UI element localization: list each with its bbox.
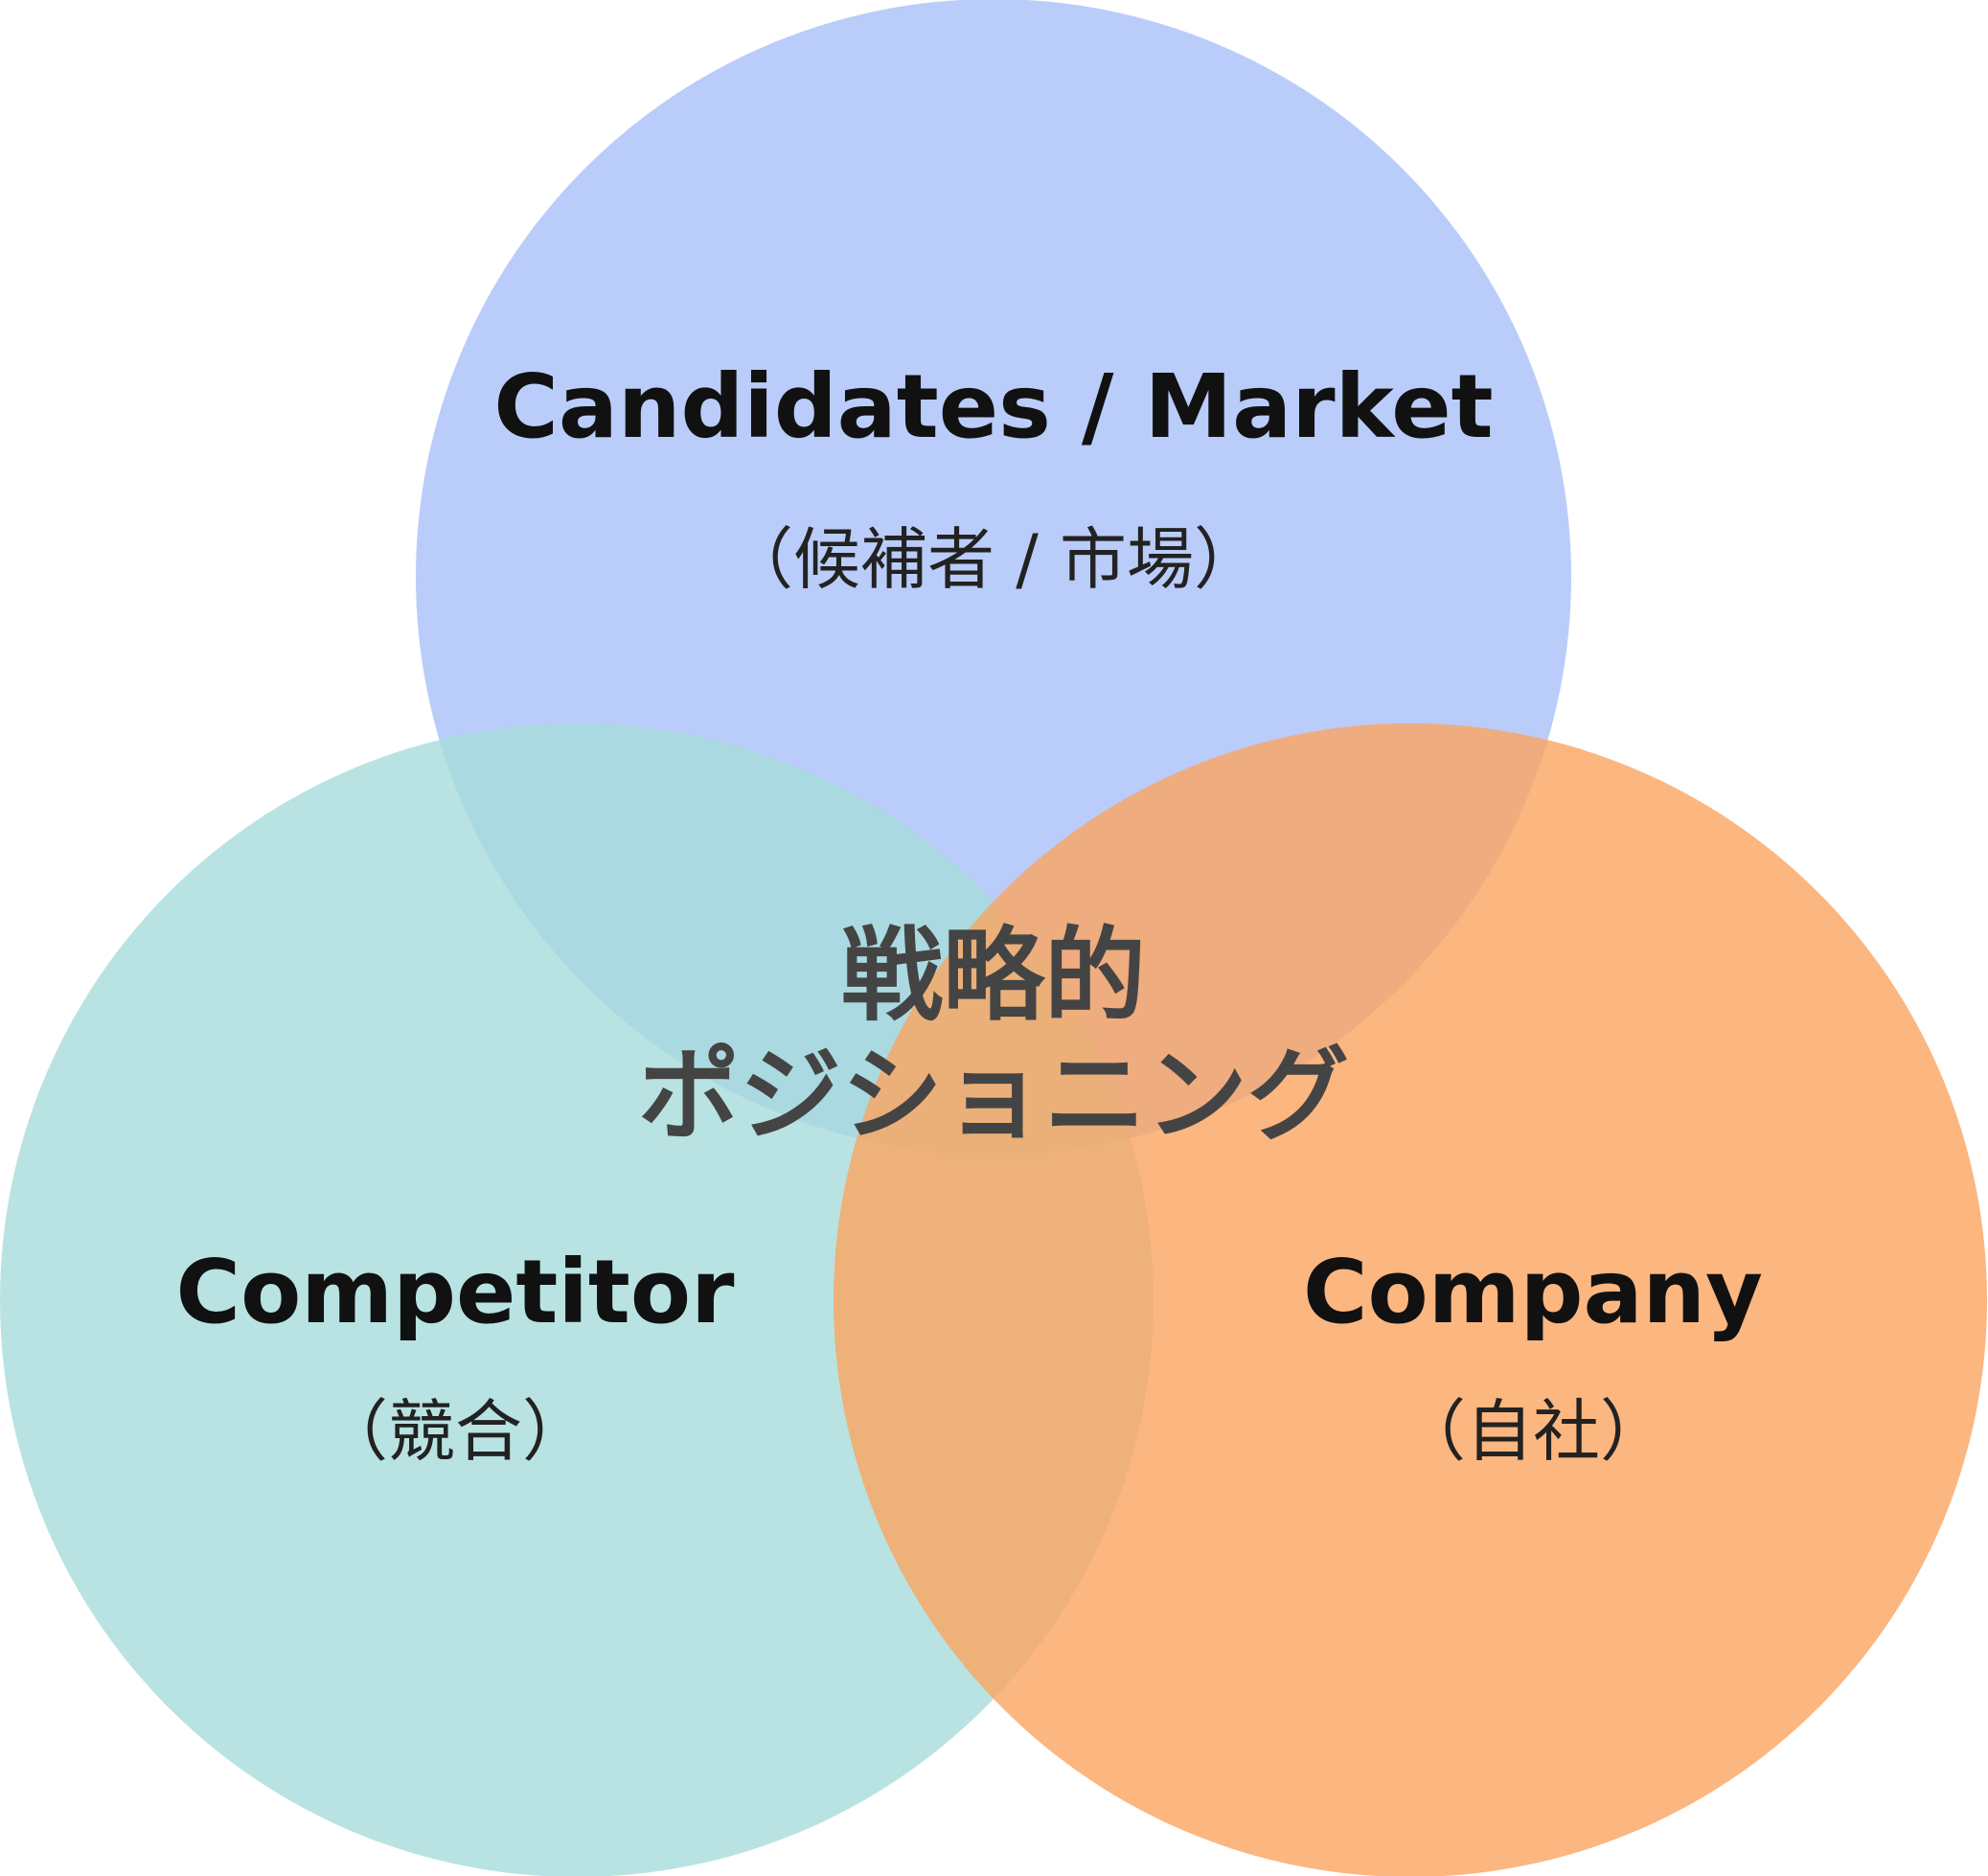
competitor-label: Competitor — [176, 1241, 736, 1343]
company-sublabel: （自社） — [1399, 1392, 1667, 1471]
center-label-line2: ポジショニング — [638, 1037, 1349, 1155]
market-label: Candidates / Market — [493, 355, 1493, 458]
center-label-line1: 戦略的 — [841, 917, 1146, 1035]
market-sublabel: （候補者 / 市場） — [726, 520, 1261, 599]
competitor-sublabel: （競合） — [321, 1392, 589, 1471]
circle-competitor — [0, 723, 1154, 1876]
circle-company — [834, 723, 1987, 1876]
company-label: Company — [1303, 1241, 1763, 1343]
